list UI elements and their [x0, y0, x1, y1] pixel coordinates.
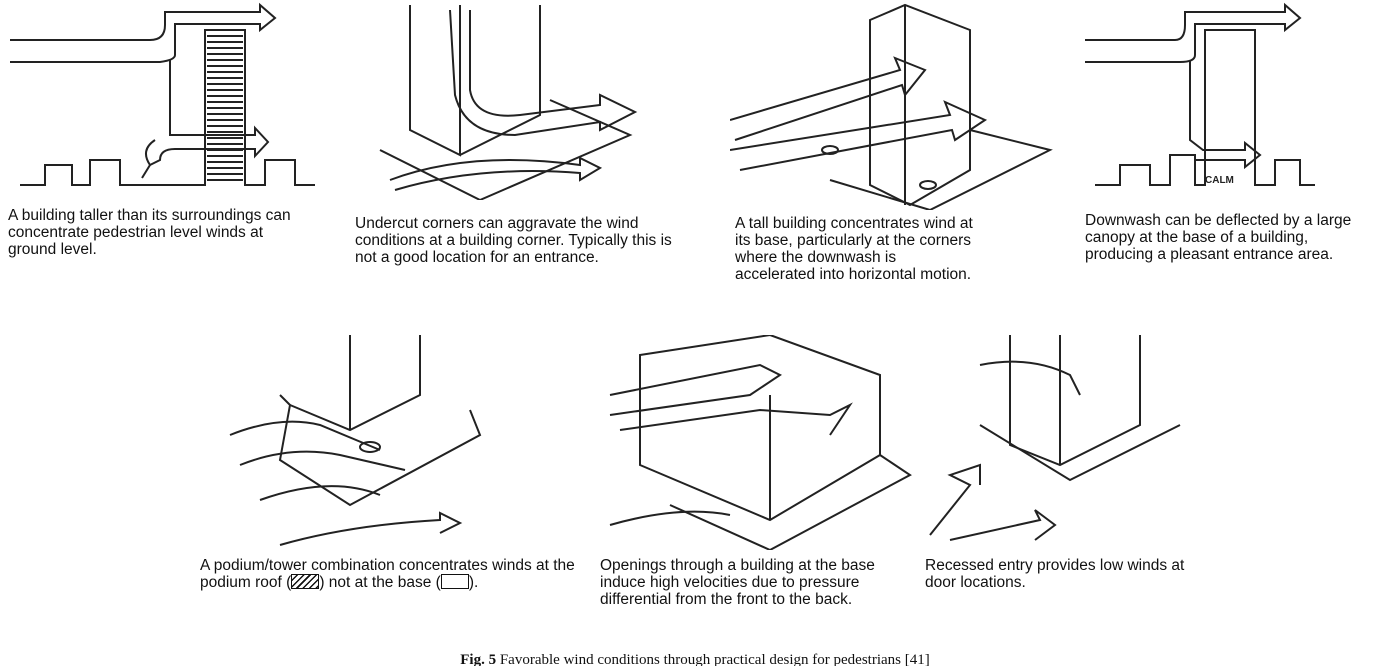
figure-caption-text: Favorable wind conditions through practi…: [499, 652, 930, 666]
undercut-corner-diagram: [379, 5, 638, 200]
panel-tall-building-base: A tall building concentrates wind at its…: [730, 0, 1090, 300]
openings-diagram: [609, 335, 912, 550]
panel-canopy: CALM Downwash can be deflected by a larg…: [1075, 0, 1390, 263]
panel-caption: A podium/tower combination concentrates …: [200, 557, 600, 591]
caption-part: A podium/tower combination concentrates …: [200, 557, 575, 591]
panel-openings: Openings through a building at the base …: [600, 335, 920, 615]
panel-tall-building: A building taller than its surroundings …: [0, 0, 340, 260]
recessed-entry-diagram: [929, 335, 1181, 541]
panel-caption: Openings through a building at the base …: [600, 557, 875, 608]
caption-part: ) not at the base (: [319, 574, 441, 591]
tall-building-diagram: [10, 2, 315, 186]
base-symbol: [440, 574, 469, 589]
figure-label: Fig. 5: [460, 652, 497, 666]
panel-caption: A building taller than its surroundings …: [8, 207, 291, 258]
calm-label: CALM: [1205, 175, 1234, 186]
canopy-diagram: CALM: [1085, 2, 1315, 186]
panel-caption: A tall building concentrates wind at its…: [735, 215, 973, 283]
panel-podium-tower: A podium/tower combination concentrates …: [200, 335, 590, 595]
panel-recessed-entry: Recessed entry provides low winds at doo…: [920, 335, 1220, 595]
podium-tower-diagram: [229, 335, 482, 546]
tall-building-base-diagram: [730, 3, 1053, 210]
figure-caption: Fig. 5 Favorable wind conditions through…: [0, 652, 1390, 666]
panel-caption: Downwash can be deflected by a large can…: [1085, 212, 1352, 263]
panel-undercut-corner: Undercut corners can aggravate the wind …: [350, 0, 710, 266]
panel-caption: Undercut corners can aggravate the wind …: [355, 215, 672, 266]
caption-part: ).: [468, 574, 479, 591]
podium-roof-hatch-symbol: [291, 574, 320, 589]
panel-caption: Recessed entry provides low winds at doo…: [925, 557, 1185, 591]
